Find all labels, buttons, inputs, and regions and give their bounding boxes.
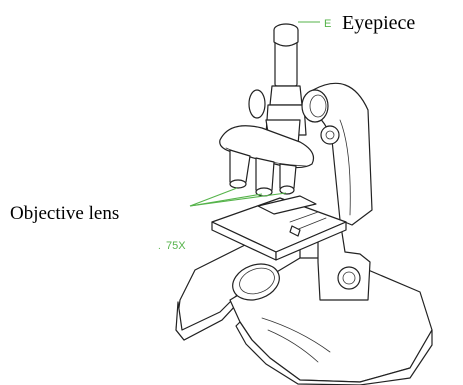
body-tube: [249, 24, 328, 145]
eyepiece-label: Eyepiece: [342, 12, 415, 34]
eyepiece-marker: E: [324, 18, 331, 30]
nosepiece: [220, 126, 314, 196]
magnification-dot: .: [158, 241, 161, 252]
magnification-label: 75X: [166, 240, 186, 252]
eyepiece-annotation: E Eyepiece: [298, 12, 415, 34]
magnification-annotation: . 75X: [158, 240, 186, 252]
objective-label: Objective lens: [10, 203, 119, 224]
microscope-base: [176, 235, 432, 385]
microscope-illustration: [176, 24, 432, 385]
